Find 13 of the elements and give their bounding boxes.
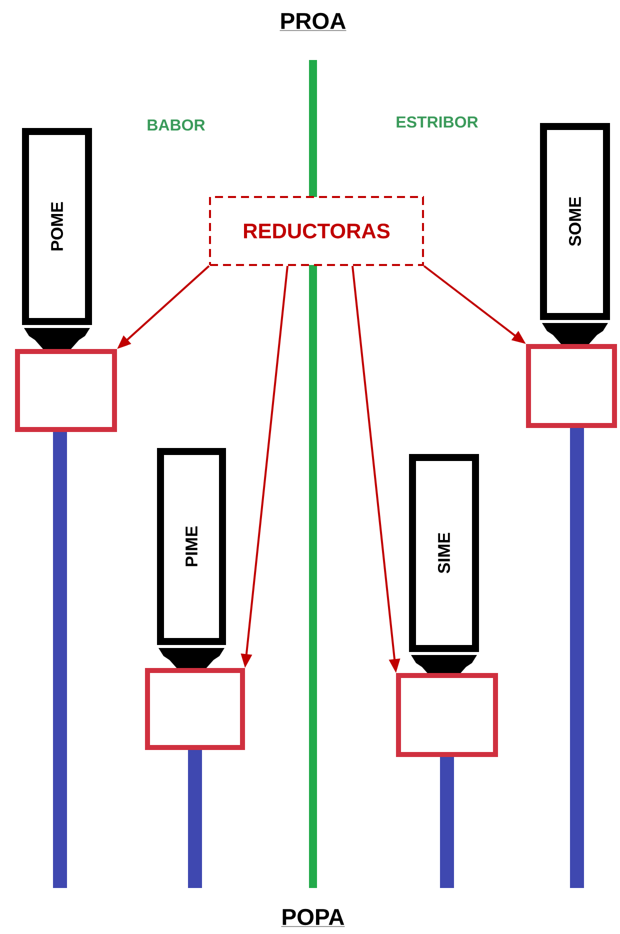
gearbox <box>526 344 617 428</box>
heading: PROA <box>280 12 346 31</box>
gearbox <box>396 673 498 757</box>
side-label: ESTRIBOR <box>396 116 478 128</box>
side-label: BABOR <box>148 119 205 131</box>
heading: POPA <box>281 908 345 927</box>
gearbox <box>145 668 245 750</box>
engine-box: POME <box>22 128 92 349</box>
engine-box: PIME <box>157 448 226 669</box>
engine-box: SIME <box>409 454 479 676</box>
gearbox <box>15 349 117 432</box>
engine-box: SOME <box>540 123 610 344</box>
callout-box: REDUCTORAS <box>209 196 424 266</box>
